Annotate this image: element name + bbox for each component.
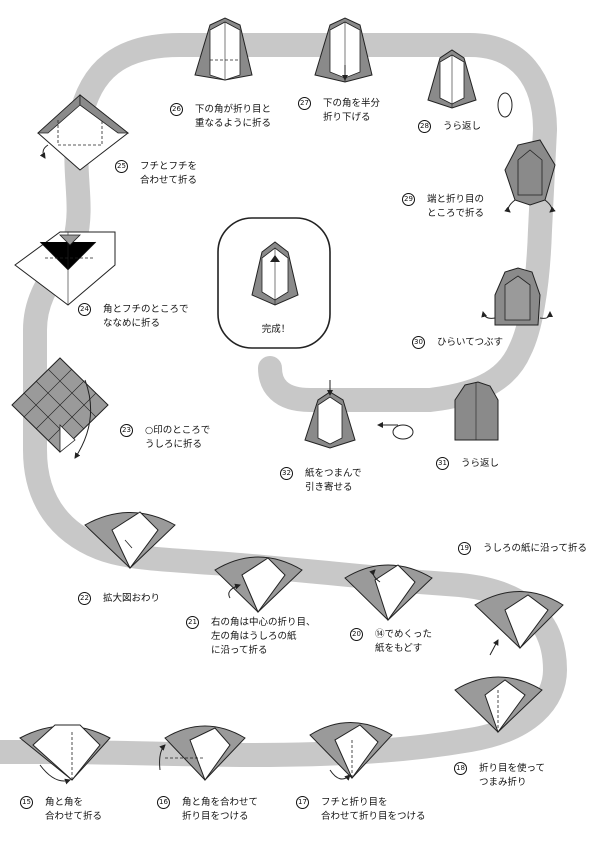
step-25-diagram [36, 94, 130, 171]
step-31-diagram [454, 381, 499, 441]
step-24-diagram [14, 231, 116, 306]
completed-model [251, 241, 299, 306]
step-21-diagram [214, 556, 303, 614]
step-32-diagram [304, 380, 414, 449]
step-26-diagram [194, 17, 253, 81]
step-22-diagram [84, 511, 176, 569]
step-19-diagram [474, 591, 564, 656]
step-15-diagram [19, 724, 111, 785]
completion-label: 完成！ [261, 324, 291, 335]
step-29-diagram [504, 139, 556, 213]
step-17-diagram [309, 722, 393, 781]
step-23-diagram [11, 357, 109, 459]
step-18-diagram [454, 676, 543, 734]
step-23-caption: 23○印のところで うしろに折る [120, 424, 210, 452]
step-20-diagram [344, 564, 433, 622]
step-30-diagram [481, 267, 553, 326]
step-16-diagram [159, 725, 246, 782]
step-28-diagram [427, 49, 513, 118]
step-27-diagram [314, 17, 373, 83]
step-path [0, 33, 568, 768]
